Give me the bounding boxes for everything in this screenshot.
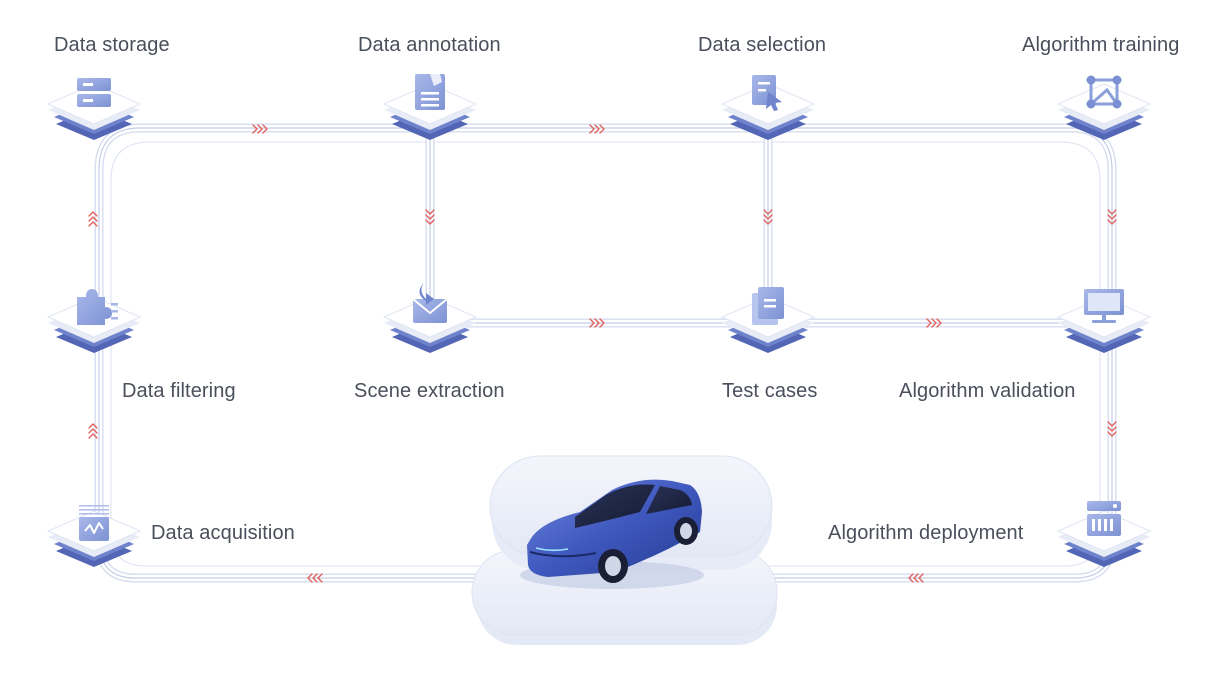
node-extraction (382, 283, 478, 353)
car-icon (520, 479, 704, 589)
node-storage (46, 78, 142, 140)
arrow-deployment-to-car (908, 573, 924, 583)
label-test-cases: Test cases (722, 380, 818, 402)
label-scene-extraction: Scene extraction (354, 380, 505, 402)
server-bars-icon (1087, 501, 1121, 536)
arrow-training-to-validation (1107, 209, 1117, 225)
arrow-annotation-to-selection (589, 124, 605, 134)
tagged-document-icon (415, 74, 445, 110)
puzzle-filter-icon (77, 289, 118, 325)
arrow-car-to-acquisition (307, 573, 323, 583)
download-box-icon (412, 283, 448, 323)
stage-nodes (46, 74, 1152, 567)
monitor-icon (1084, 289, 1124, 323)
cursor-select-icon (752, 75, 782, 111)
arrow-selection-to-testcases (763, 209, 773, 225)
node-testcases (720, 287, 816, 353)
node-filtering (46, 289, 142, 353)
arrow-acquisition-to-filtering (88, 423, 98, 439)
label-algorithm-validation: Algorithm validation (899, 380, 1076, 402)
signal-chip-icon (79, 505, 109, 541)
node-acquisition (46, 505, 142, 567)
inner-rail-connector (110, 141, 1101, 567)
arrow-annotation-to-extraction (425, 209, 435, 225)
label-algorithm-deployment: Algorithm deployment (828, 522, 1024, 544)
arrow-testcases-to-validation (926, 318, 942, 328)
node-training (1056, 75, 1152, 140)
node-validation (1056, 289, 1152, 353)
stacked-documents-icon (752, 287, 784, 325)
label-data-selection: Data selection (698, 34, 827, 56)
node-annotation (382, 74, 478, 140)
flow-arrows (88, 124, 1117, 583)
node-selection (720, 75, 816, 140)
arrow-validation-to-deployment (1107, 421, 1117, 437)
cloud-platform (471, 455, 778, 645)
label-algorithm-training: Algorithm training (1022, 34, 1180, 56)
arrow-filtering-to-storage (88, 211, 98, 227)
label-data-acquisition: Data acquisition (151, 522, 295, 544)
label-data-storage: Data storage (54, 34, 170, 56)
label-data-filtering: Data filtering (122, 380, 236, 402)
server-rack-icon (77, 78, 111, 107)
arrow-extraction-to-testcases (589, 318, 605, 328)
outer-loop-connector (94, 123, 1117, 583)
node-graph-icon (1086, 75, 1122, 109)
arrow-storage-to-annotation (252, 124, 268, 134)
label-data-annotation: Data annotation (358, 34, 501, 56)
node-deployment (1056, 501, 1152, 567)
